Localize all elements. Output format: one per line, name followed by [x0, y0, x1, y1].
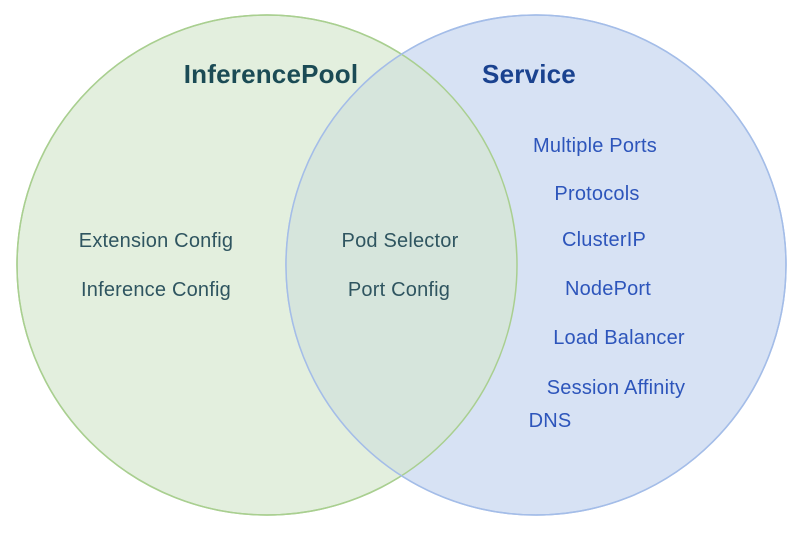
left-item-inference-config: Inference Config — [81, 279, 231, 301]
right-item-dns: DNS — [528, 410, 572, 432]
right-item-load-balancer: Load Balancer — [553, 327, 685, 349]
overlap-item-port-config: Port Config — [347, 279, 451, 301]
right-item-nodeport: NodePort — [564, 278, 652, 300]
right-item-multiple-ports: Multiple Ports — [533, 135, 657, 157]
right-circle-title: Service — [482, 59, 576, 89]
right-circle-outline — [285, 14, 787, 516]
right-item-protocols: Protocols — [554, 183, 640, 205]
overlap-region — [286, 15, 517, 515]
left-circle-outline — [16, 14, 518, 516]
right-item-session-affinity: Session Affinity — [546, 377, 686, 399]
left-item-extension-config: Extension Config — [78, 230, 234, 252]
left-circle-title: InferencePool — [183, 59, 359, 89]
right-item-clusterip: ClusterIP — [561, 229, 647, 251]
overlap-item-pod-selector: Pod Selector — [341, 230, 459, 252]
